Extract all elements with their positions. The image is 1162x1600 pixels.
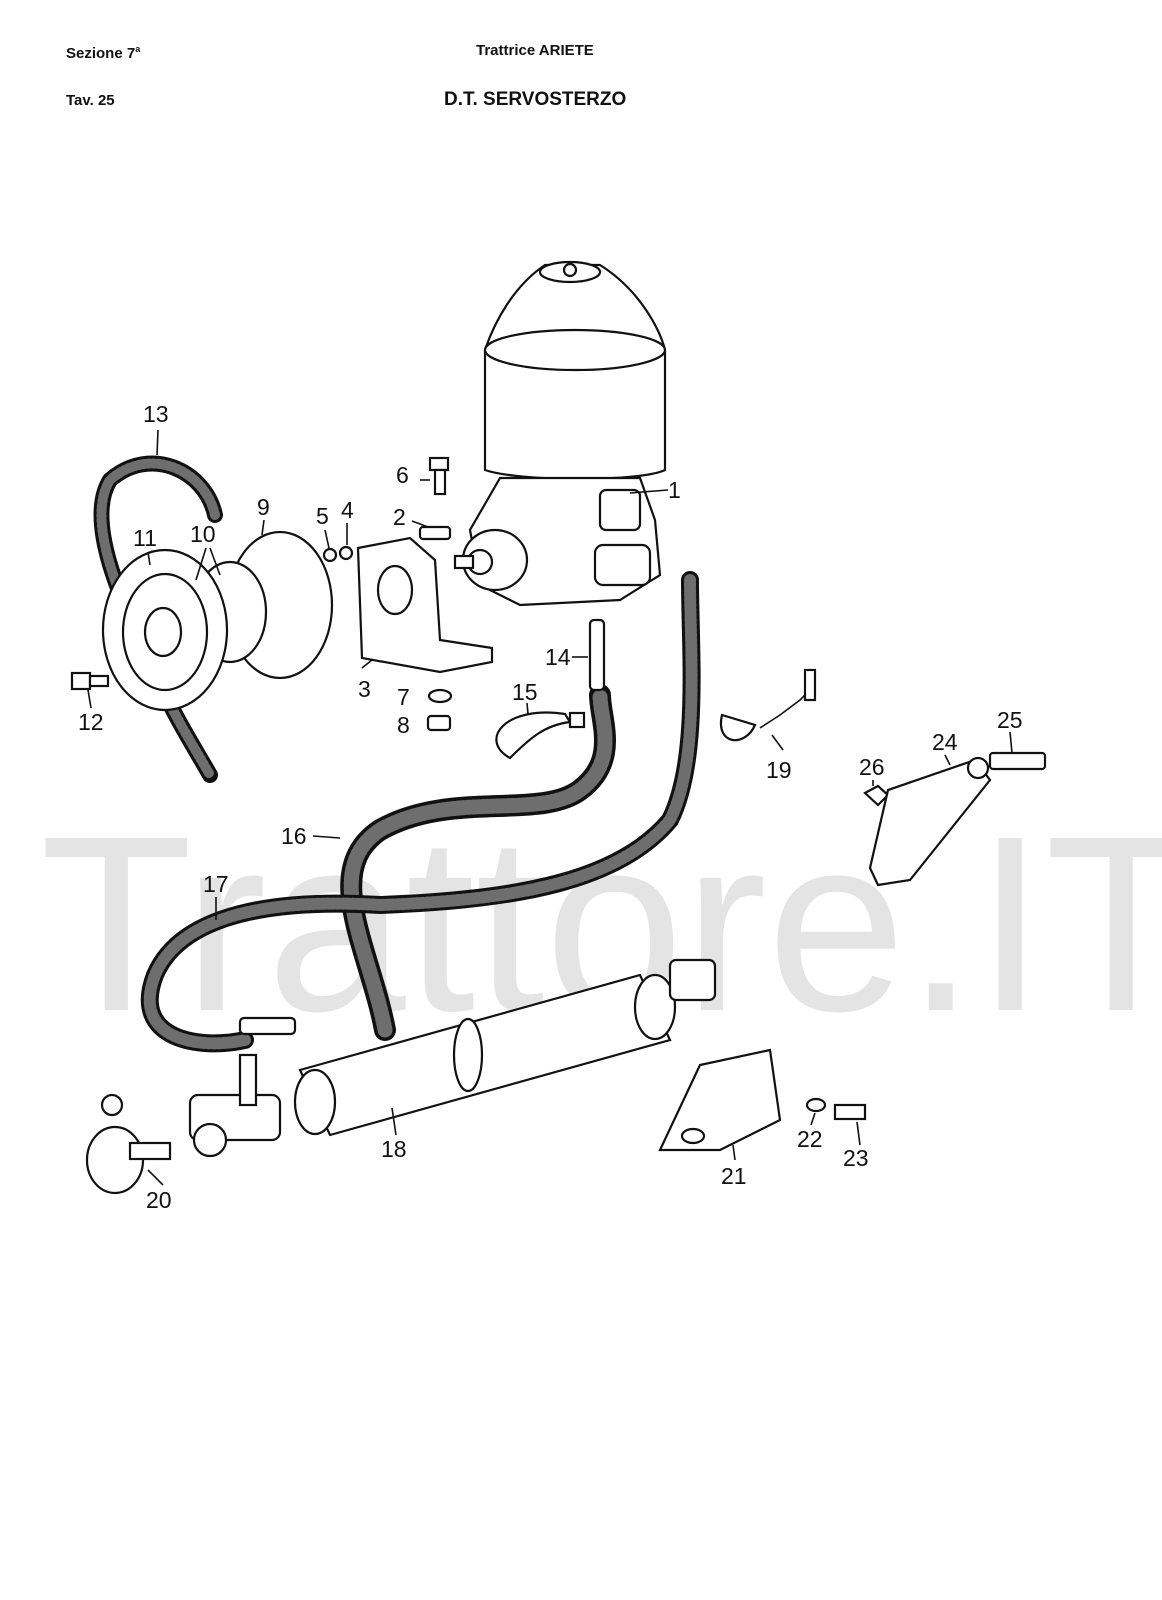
- pump-bracket: [356, 536, 494, 674]
- label-4: 4: [341, 497, 354, 523]
- tractor-model: Trattrice ARIETE: [476, 42, 594, 59]
- label-18: 18: [381, 1136, 407, 1162]
- label-26: 26: [859, 754, 885, 780]
- leader-lines: [87, 429, 1013, 1186]
- steering-cylinder: [85, 958, 782, 1195]
- plate-number: Tav. 25: [66, 92, 115, 109]
- section-number: Sezione 7a: [66, 44, 141, 62]
- label-10: 10: [190, 521, 216, 547]
- hose-16: [340, 684, 616, 1041]
- label-1: 1: [668, 477, 681, 503]
- label-17: 17: [203, 871, 229, 897]
- power-steering-pump: [453, 260, 667, 607]
- label-8: 8: [397, 712, 410, 738]
- small-hardware: [70, 456, 1047, 1121]
- label-23: 23: [843, 1145, 869, 1171]
- hose-17: [140, 571, 701, 1053]
- label-22: 22: [797, 1126, 823, 1152]
- label-9: 9: [257, 494, 270, 520]
- label-24: 24: [932, 729, 958, 755]
- label-5: 5: [316, 503, 329, 529]
- label-13: 13: [143, 401, 169, 427]
- label-21: 21: [721, 1163, 747, 1189]
- label-11: 11: [133, 525, 157, 551]
- label-25: 25: [997, 707, 1023, 733]
- label-7: 7: [397, 684, 410, 710]
- label-14: 14: [545, 644, 571, 670]
- hose-13: [93, 455, 223, 783]
- label-16: 16: [281, 823, 307, 849]
- label-12: 12: [78, 709, 104, 735]
- label-3: 3: [358, 676, 371, 702]
- label-15: 15: [512, 679, 538, 705]
- label-20: 20: [146, 1187, 172, 1213]
- label-19: 19: [766, 757, 792, 783]
- page-title: D.T. SERVOSTERZO: [444, 89, 627, 110]
- label-6: 6: [396, 462, 409, 488]
- pulley-assembly: [101, 530, 334, 712]
- label-2: 2: [393, 504, 406, 530]
